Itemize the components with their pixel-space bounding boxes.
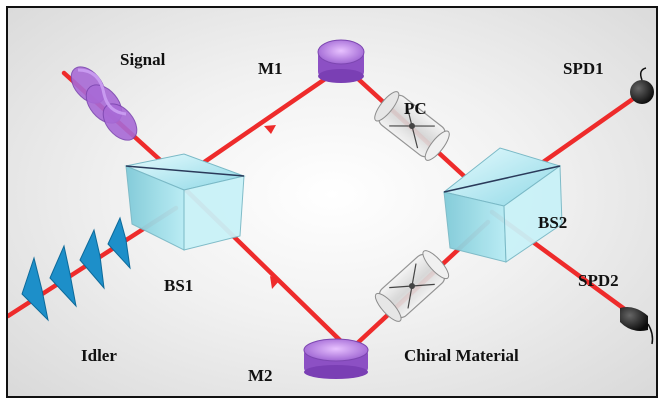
arrow-lower-arm	[270, 276, 280, 289]
signal-wave-icon	[70, 66, 138, 141]
pc-label: PC	[404, 99, 427, 118]
bs1-beam-splitter	[124, 153, 246, 251]
spd1-detector	[630, 67, 654, 104]
spd1-label: SPD1	[563, 59, 604, 78]
chiral-material-sample	[374, 250, 450, 322]
m1-label: M1	[258, 59, 283, 78]
chiral-material-label: Chiral Material	[404, 346, 519, 365]
beam-bs1-to-m1	[181, 63, 347, 179]
m2-label: M2	[248, 366, 273, 385]
idler-label: Idler	[81, 346, 117, 365]
signal-label: Signal	[120, 50, 166, 69]
spd2-label: SPD2	[578, 271, 619, 290]
pc-polarization-controller	[374, 91, 450, 161]
interferometer-diagram: Signal Idler M1 M2 BS1 BS2 PC SPD1 SPD2 …	[8, 39, 654, 385]
spd2-detector	[620, 307, 654, 345]
arrow-upper-arm	[264, 125, 276, 134]
idler-wave-icon	[21, 216, 131, 322]
m2-mirror	[303, 338, 369, 379]
diagram-frame: Signal Idler M1 M2 BS1 BS2 PC SPD1 SPD2 …	[6, 6, 658, 398]
m1-mirror	[317, 39, 365, 83]
bs1-label: BS1	[164, 276, 193, 295]
bs2-beam-splitter	[442, 147, 563, 263]
bs2-label: BS2	[538, 213, 567, 232]
